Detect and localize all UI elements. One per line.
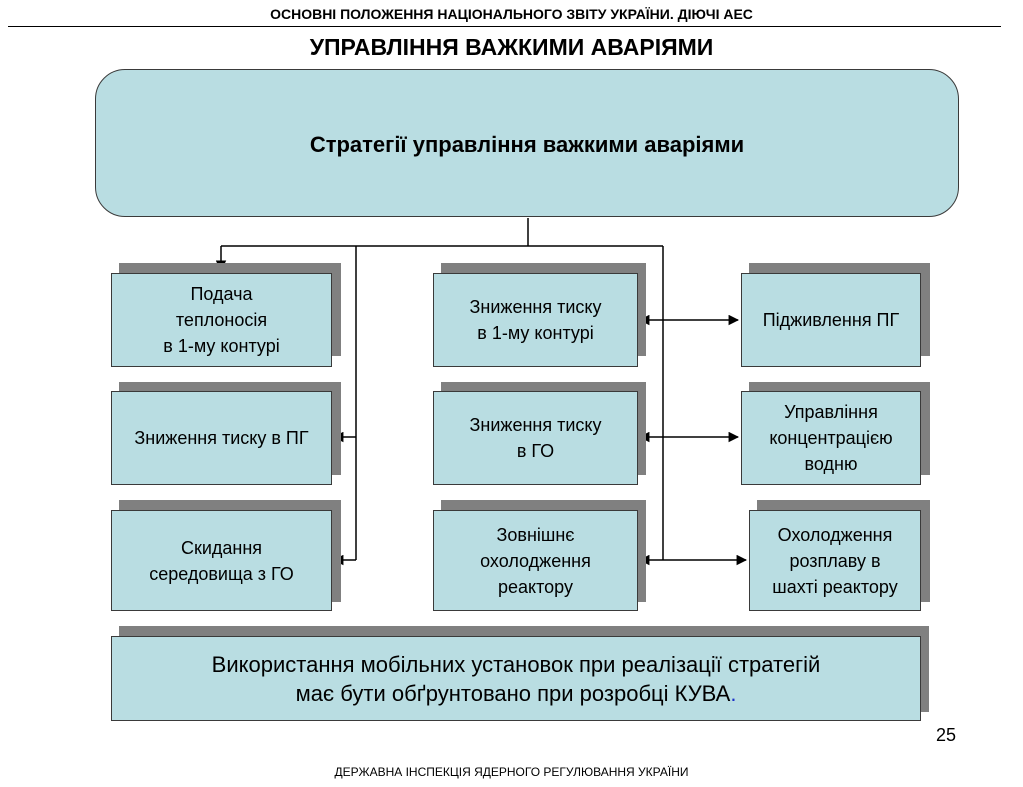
melt-cooling-box: Охолодження розплаву в шахті реактору	[749, 510, 921, 611]
header-divider	[8, 26, 1001, 27]
strategies-box: Стратегії управління важкими аваріями	[95, 69, 959, 217]
containment-venting-box: Скидання середовища з ГО	[111, 510, 332, 611]
primary-depressurization-box: Зниження тиску в 1-му контурі	[433, 273, 638, 367]
page-number: 25	[936, 725, 957, 745]
hydrogen-control-box: Управління концентрацією водню	[741, 391, 921, 485]
slide-footer: ДЕРЖАВНА ІНСПЕКЦІЯ ЯДЕРНОГО РЕГУЛЮВАННЯ …	[334, 765, 689, 779]
containment-depressurization-box: Зниження тиску в ГО	[433, 391, 638, 485]
coolant-feed-box: Подача теплоносія в 1-му контурі	[111, 273, 332, 367]
pg-feed-box: Підживлення ПГ	[741, 273, 921, 367]
mobile-units-note-text: Використання мобільних установок при реа…	[211, 651, 821, 706]
note-blue-dot: .	[730, 680, 737, 706]
pg-depressurization-box: Зниження тиску в ПГ	[111, 391, 332, 485]
mobile-units-note-box: Використання мобільних установок при реа…	[111, 636, 921, 721]
slide-title: УПРАВЛІННЯ ВАЖКИМИ АВАРІЯМИ	[309, 34, 714, 60]
strategies-box-label: Стратегії управління важкими аваріями	[309, 132, 745, 157]
slide-header: ОСНОВНІ ПОЛОЖЕННЯ НАЦІОНАЛЬНОГО ЗВІТУ УК…	[270, 6, 753, 22]
external-reactor-cooling-box: Зовнішнє охолодження реактору	[433, 510, 638, 611]
